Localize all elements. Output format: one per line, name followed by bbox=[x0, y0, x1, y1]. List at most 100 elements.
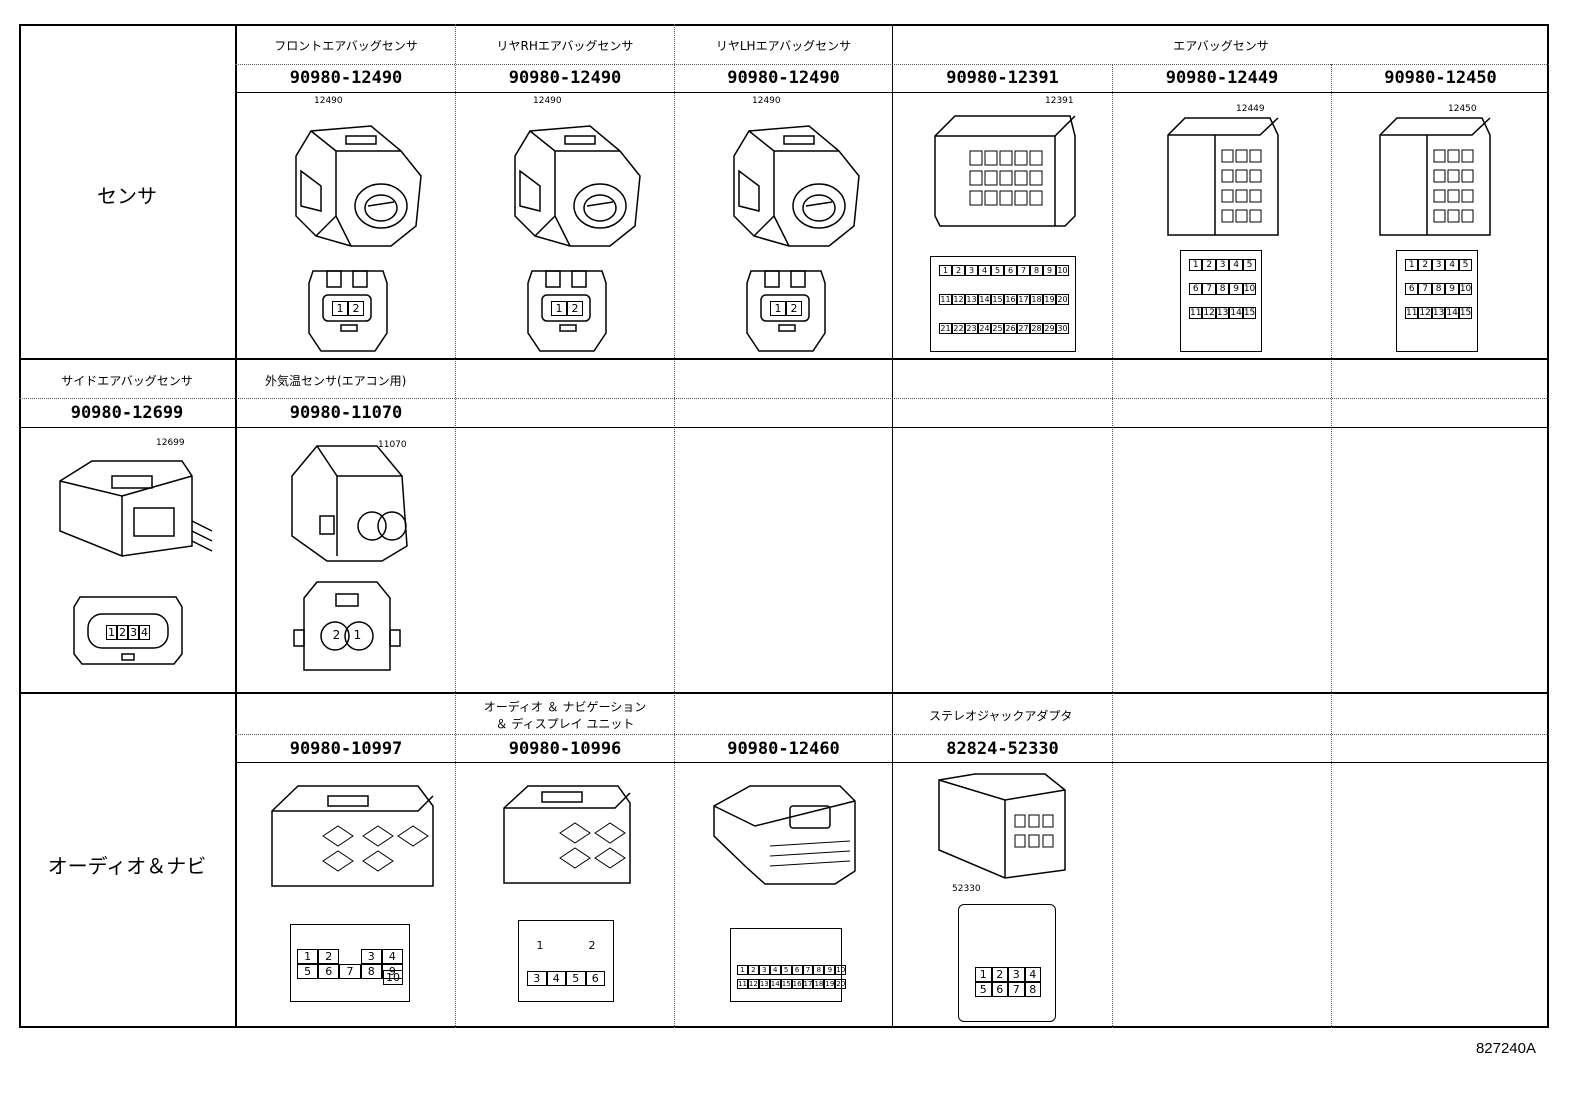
header-airbag-sensor: エアバッグセンサ bbox=[1173, 39, 1269, 53]
pin-label: 7 bbox=[1017, 265, 1030, 276]
row-divider bbox=[235, 92, 1549, 93]
connector-12449-face-view: 1 2 3 4 5 6 7 8 9 10 11 12 13 14 15 bbox=[1180, 250, 1262, 352]
pin-label: 6 bbox=[1405, 283, 1419, 295]
pin-label: 17 bbox=[1017, 294, 1030, 305]
pin-label: 9 bbox=[1043, 265, 1056, 276]
pin-label: 3 bbox=[128, 625, 139, 640]
part-number: 90980-10996 bbox=[508, 739, 622, 759]
pin-label: 2 bbox=[952, 265, 965, 276]
pin-grid: 1 2 bbox=[527, 939, 605, 952]
col-divider bbox=[674, 24, 675, 1028]
pin-label: 1 bbox=[536, 939, 544, 952]
pin-label: 2 bbox=[588, 939, 596, 952]
pin-label: 28 bbox=[1030, 323, 1043, 334]
callout-number: 12490 bbox=[752, 96, 781, 106]
pin-label: 3 bbox=[360, 949, 382, 964]
pin-label: 7 bbox=[802, 965, 814, 975]
connector-10996-illustration bbox=[500, 778, 635, 890]
callout-number: 12391 bbox=[1045, 96, 1074, 106]
pin-label: 2 bbox=[117, 625, 128, 640]
pin-label: 15 bbox=[1458, 307, 1473, 319]
pin-label: 5 bbox=[991, 265, 1004, 276]
pin-label: 1 bbox=[332, 301, 348, 316]
connector-12490-face-view: 1 2 bbox=[524, 263, 610, 358]
pin-label: 4 bbox=[1445, 259, 1459, 271]
pin-label: 17 bbox=[802, 979, 814, 989]
pin-label: 9 bbox=[824, 965, 836, 975]
row-divider bbox=[19, 427, 1549, 428]
col-divider bbox=[1112, 358, 1113, 380]
pin-label: 5 bbox=[566, 971, 586, 986]
pin-label: 7 bbox=[1418, 283, 1432, 295]
callout-number: 12490 bbox=[314, 96, 343, 106]
pin-label: 1 bbox=[1405, 259, 1419, 271]
connector-10997-illustration bbox=[268, 776, 438, 896]
pin-label: 10 bbox=[1056, 265, 1069, 276]
part-number: 90980-12391 bbox=[946, 68, 1059, 88]
pin-row: 1 2 bbox=[770, 301, 802, 316]
pin-label: 2 bbox=[991, 967, 1008, 982]
part-number: 82824-52330 bbox=[946, 739, 1059, 759]
pin-label: 15 bbox=[1242, 307, 1257, 319]
connector-11070-face-view: 2 1 bbox=[292, 578, 402, 678]
pin-label: 2 bbox=[318, 949, 340, 964]
pin-row: 1 2 bbox=[551, 301, 583, 316]
connector-12460-face-view: 1 2 3 4 5 6 7 8 9 10 11 12 13 14 15 16 1… bbox=[730, 928, 847, 1002]
pin-label: 7 bbox=[1008, 982, 1025, 997]
pin-label: 8 bbox=[1024, 982, 1041, 997]
connector-10996-face-view: 1 2 3 4 5 6 bbox=[518, 920, 614, 1002]
section-divider bbox=[19, 692, 1549, 694]
pin-label: 5 bbox=[1242, 259, 1257, 271]
connector-12699-illustration: 12699 bbox=[52, 436, 217, 566]
header-ambient-temp-sensor: 外気温センサ(エアコン用) bbox=[265, 374, 407, 388]
header-stereo-jack-adapter: ステレオジャックアダプタ bbox=[929, 709, 1073, 723]
col-divider bbox=[1331, 64, 1332, 1028]
pin-label: 3 bbox=[1008, 967, 1025, 982]
connector-12490-illustration: 12490 bbox=[495, 96, 645, 256]
pin-label: 11 bbox=[737, 979, 748, 989]
pin-label: 8 bbox=[1431, 283, 1446, 295]
col-divider bbox=[892, 24, 893, 1028]
part-number: 90980-11070 bbox=[289, 403, 403, 423]
connector-12450-illustration: 12450 bbox=[1372, 100, 1502, 240]
part-number: 90980-12490 bbox=[289, 68, 403, 88]
pin-grid: 1 2 3 4 5 6 7 8 bbox=[975, 967, 1041, 997]
pin-label: 19 bbox=[1043, 294, 1056, 305]
header-rear-rh-airbag-sensor: リヤRHエアバッグセンサ bbox=[496, 39, 634, 53]
pin-label: 13 bbox=[758, 979, 770, 989]
pin-label: 2 bbox=[332, 628, 341, 642]
pin-label: 7 bbox=[1202, 283, 1216, 295]
pin-label: 4 bbox=[769, 965, 781, 975]
pin-label: 10 bbox=[1242, 283, 1257, 295]
pin-label: 3 bbox=[527, 971, 547, 986]
pin-label: 1 bbox=[770, 301, 786, 316]
pin-label: 14 bbox=[978, 294, 991, 305]
pin-label: 1 bbox=[551, 301, 567, 316]
pin-label: 24 bbox=[978, 323, 991, 334]
connector-10997-face-view: 1 2 0 3 4 5 6 7 8 9 10 bbox=[290, 924, 410, 1002]
category-label-audio-navi: オーディオ＆ナビ bbox=[47, 854, 207, 878]
callout-number: 12490 bbox=[533, 96, 562, 106]
pin-label: 20 bbox=[835, 979, 847, 989]
header-front-airbag-sensor: フロントエアバッグセンサ bbox=[274, 39, 418, 53]
connector-12490-illustration: 12490 bbox=[714, 96, 864, 256]
pin-label: 8 bbox=[360, 964, 382, 979]
pin-label: 8 bbox=[813, 965, 825, 975]
pin-label: 6 bbox=[1004, 265, 1017, 276]
pin-label: 6 bbox=[318, 964, 340, 979]
header-rear-lh-airbag-sensor: リヤLHエアバッグセンサ bbox=[715, 39, 852, 53]
part-number: 90980-12699 bbox=[70, 403, 184, 423]
pin-label: 2 bbox=[348, 301, 364, 316]
pin-label: 30 bbox=[1056, 323, 1069, 334]
part-number: 90980-12490 bbox=[508, 68, 622, 88]
pin-label: 13 bbox=[965, 294, 978, 305]
pin-label: 10 bbox=[1458, 283, 1473, 295]
section-divider bbox=[19, 358, 1549, 360]
pin-label: 14 bbox=[769, 979, 781, 989]
pin-label: 29 bbox=[1043, 323, 1056, 334]
figure-id: 827240A bbox=[1475, 1040, 1536, 1057]
pin-label: 6 bbox=[791, 965, 803, 975]
connector-12449-illustration: 12449 bbox=[1160, 100, 1290, 240]
connector-12490-face-view: 1 2 bbox=[305, 263, 391, 358]
pin-label: 18 bbox=[813, 979, 825, 989]
